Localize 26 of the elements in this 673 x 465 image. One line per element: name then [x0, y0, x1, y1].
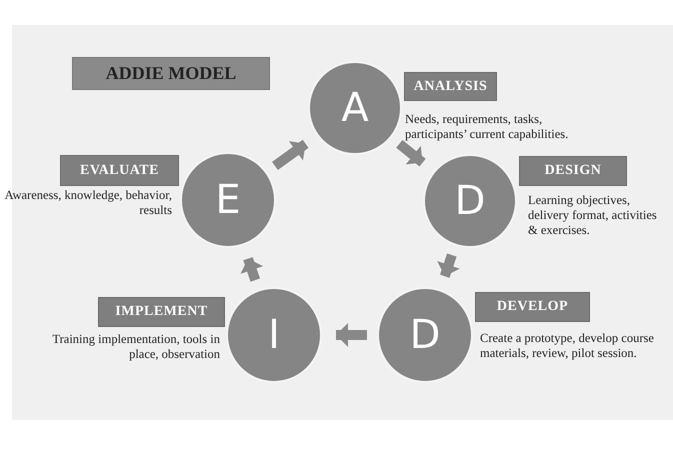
- phase-heading: ANALYSIS: [414, 78, 488, 94]
- title: ADDIE MODEL: [106, 63, 236, 84]
- arrow: [272, 140, 309, 170]
- phase-description: Training implementation, tools in place, observation: [51, 332, 220, 362]
- phase-description: Awareness, knowledge, behavior, results: [4, 188, 172, 218]
- phase-letter: E: [215, 180, 241, 220]
- phase-heading: DEVELOP: [496, 299, 568, 315]
- phase-heading: EVALUATE: [80, 162, 159, 178]
- phase-description: Create a prototype, develop course materials, review, pilot session.: [480, 331, 655, 361]
- phase-letter: I: [268, 315, 280, 355]
- phase-banner: [60, 155, 179, 186]
- phase-description: Needs, requirements, tasks, participants’ current capabilities.: [405, 112, 570, 142]
- phase-letter: D: [410, 315, 440, 355]
- phase-letter: A: [341, 88, 369, 128]
- phase-heading: IMPLEMENT: [115, 304, 208, 320]
- phase-banner: [519, 156, 627, 186]
- phase-banner: [98, 297, 225, 327]
- phase-banner: [404, 72, 497, 101]
- phase-description: Learning objectives, delivery format, activities & exercises.: [528, 193, 658, 238]
- arrow: [240, 257, 264, 282]
- arrow: [437, 253, 460, 278]
- phase-letter: D: [454, 181, 486, 221]
- phase-banner: [475, 292, 590, 322]
- arrow: [396, 140, 426, 167]
- arrow: [336, 323, 367, 347]
- phase-heading: DESIGN: [544, 163, 602, 179]
